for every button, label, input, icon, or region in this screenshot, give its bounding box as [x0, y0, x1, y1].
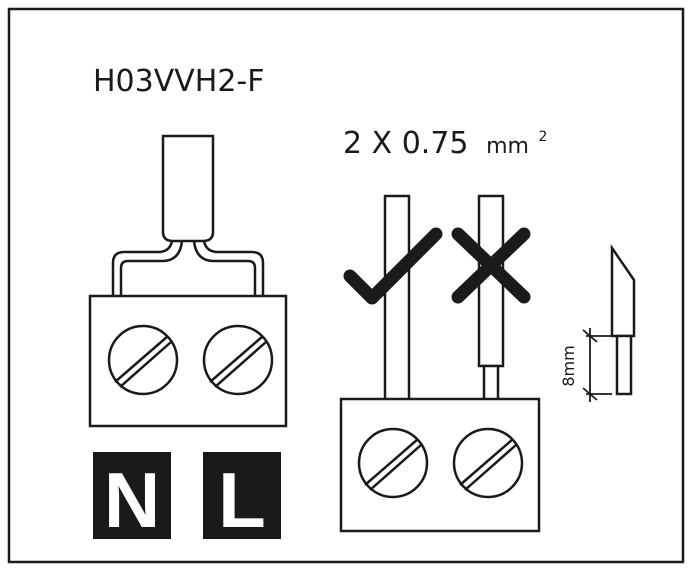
- cross-section-exponent: 2: [538, 129, 547, 145]
- left-cable: [111, 134, 265, 296]
- left-terminal-block: [88, 294, 288, 428]
- cross-section-label: 2 X 0.75 mm 2: [343, 126, 547, 161]
- cross-mark-icon: [451, 227, 531, 304]
- terminal-label-n: N: [93, 452, 171, 544]
- terminal-letter-n: N: [104, 456, 160, 544]
- cross-section-count: 2 X 0.75: [343, 126, 469, 161]
- right-wire-outer: [202, 240, 265, 296]
- screw-icon: [107, 324, 179, 396]
- check-mark-icon: [343, 227, 443, 305]
- left-wire-outer: [111, 240, 174, 296]
- wire-insulation: [610, 243, 636, 338]
- stripped-wire-detail: [610, 243, 636, 396]
- cable-type-label: H03VVH2-F: [93, 64, 265, 99]
- screw-icon: [202, 324, 274, 396]
- diagram-frame: [7, 7, 685, 564]
- strip-length-dimension: [582, 328, 612, 402]
- wrong-wire: [477, 194, 505, 402]
- screw-icon: [452, 427, 524, 499]
- strip-length-label: 8mm: [559, 345, 578, 386]
- cross-section-unit: mm: [486, 134, 529, 159]
- right-wire-inner: [192, 240, 257, 296]
- correct-wire: [383, 194, 411, 402]
- wire-conductor: [615, 334, 633, 396]
- screw-icon: [357, 427, 429, 499]
- right-terminal-block: [339, 397, 541, 533]
- terminal-label-l: L: [203, 452, 281, 544]
- cable-sheath: [161, 134, 215, 243]
- left-wire-inner: [119, 240, 184, 296]
- terminal-letter-l: L: [218, 456, 266, 544]
